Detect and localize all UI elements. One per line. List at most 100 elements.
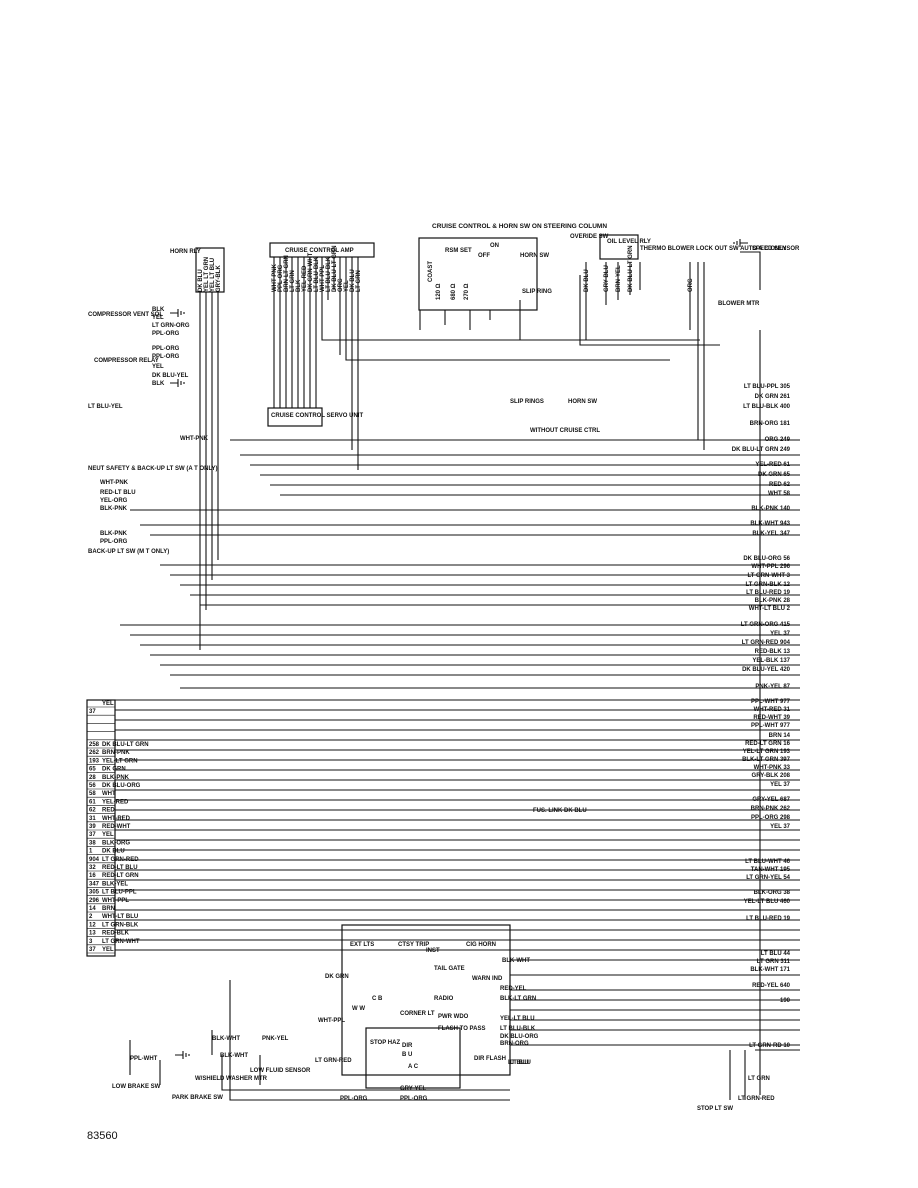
right-circuit-label: GRY-YEL 687 (752, 797, 790, 803)
right-circuit-label: WHT-LT BLU 2 (749, 606, 791, 612)
neut-safety-label: NEUT SAFETY & BACK-UP LT SW (A T ONLY) (88, 466, 218, 472)
cruise-sw-label: OFF (478, 253, 490, 259)
connector-wire-color: RED-LT BLU (102, 865, 138, 871)
top-wire-label: LT GRN (290, 270, 296, 292)
connector-pin-number: 12 (89, 922, 96, 928)
right-circuit-label: DK GRN 261 (755, 394, 791, 400)
connector-pin-number: 2 (89, 914, 93, 920)
fuse-label: CTSY TRIP (398, 942, 429, 948)
connector-pin-number: 38 (89, 840, 96, 846)
connector-pin-number: 258 (89, 742, 100, 748)
right-circuit-label: PPL-WHT 977 (751, 723, 791, 729)
top-wire-label: DK BLU-LT GRN (332, 245, 338, 292)
fuse-label: B U (402, 1052, 412, 1058)
connector-pin-number: 193 (89, 758, 100, 764)
right-circuit-label: TAN-WHT 195 (751, 867, 791, 873)
connector-wire-color: DK BLU-ORG (102, 783, 141, 789)
right-circuit-label: RED 62 (769, 482, 791, 488)
right-circuit-label: LT BLU-WHT 46 (745, 859, 791, 865)
right-circuit-label: DK BLU-YEL 420 (742, 667, 791, 673)
top-wire-label: YEL-RED (302, 265, 308, 292)
washer-mtr-label: W/SHIELD WASHER MTR (195, 1076, 268, 1082)
right-circuit-label: YEL 37 (770, 824, 791, 830)
connector-wire-color: DK BLU (102, 849, 125, 855)
bottom-wire-label: BLK-LT GRN (500, 996, 536, 1002)
cruise-sw-label: 270 Ω (464, 283, 470, 300)
fuse-label: RADIO (434, 996, 454, 1002)
connector-wire-color: WHT (102, 791, 116, 797)
cruise-horn-sw-label: CRUISE CONTROL & HORN SW ON STEERING COL… (432, 223, 607, 230)
connector-wire-color: YEL (102, 701, 114, 707)
bottom-wire-label: YEL-LT BLU (500, 1016, 535, 1022)
fusible-link-label: FUS. LINK DK BLU (533, 808, 587, 814)
bottom-wire-label: LT BLU (510, 1060, 531, 1066)
connector-wire-color: WHT-RED (102, 816, 131, 822)
top-wire-label: DK BLU (350, 269, 356, 292)
fuse-label: PWR WDO (438, 1014, 469, 1020)
connector-pin-number: 262 (89, 750, 100, 756)
backup-lt-sw-label: BACK-UP LT SW (M T ONLY) (88, 549, 169, 555)
compressor-relay-label: COMPRESSOR RELAY (94, 358, 159, 364)
fuse-label: DIR (402, 1043, 413, 1049)
right-circuit-label: DK GRN 65 (758, 472, 791, 478)
connector-wire-color: YEL-RED (102, 799, 129, 805)
bottom-wire-label: BLK-WHT (212, 1036, 240, 1042)
bottom-wire-label: PPL-WHT (130, 1056, 158, 1062)
oil-level-rly-label: OIL LEVEL RLY (607, 239, 651, 245)
right-circuit-label: YEL 37 (770, 782, 791, 788)
connector-wire-color: DK BLU-LT GRN (102, 742, 149, 748)
right-circuit-label: PPL-ORG 298 (751, 815, 791, 821)
connector-pin-number: 28 (89, 775, 96, 781)
fuse-label: DIR FLASH (474, 1056, 506, 1062)
connector-pin-number: 31 (89, 816, 96, 822)
connector-wire-color: BLK-PNK (102, 775, 130, 781)
right-circuit-label: YEL-LT BLU 460 (744, 899, 791, 905)
right-circuit-label: YEL 37 (770, 631, 791, 637)
left-wire-label: LT BLU-YEL (88, 404, 123, 410)
left-wire-label: LT GRN-ORG (152, 323, 190, 329)
left-wire-label: PPL-ORG (152, 346, 180, 352)
fuse-label: TAIL GATE (434, 966, 465, 972)
bottom-wire-label: LT GRN (748, 1076, 770, 1082)
right-circuit-label: WHT-PPL 296 (751, 564, 790, 570)
connector-pin-number: 1 (89, 849, 93, 855)
cruise-sw-label: RSM SET (445, 248, 472, 254)
top-wire-label: YEL (344, 280, 350, 292)
right-circuit-label: 190 (780, 998, 791, 1004)
top-wire-label: BRN-YEL (616, 265, 622, 292)
connector-wire-color: LT GRN-BLK (102, 922, 139, 928)
connector-wire-color: LT GRN-RED (102, 857, 139, 863)
wire-layer (86, 234, 800, 1101)
right-circuit-label: LT GRN-RD 10 (749, 1043, 791, 1049)
top-wire-label: DK BLU (198, 269, 204, 292)
left-wire-label: RED-LT BLU (100, 490, 136, 496)
left-wire-label: WHT-PNK (100, 480, 129, 486)
bottom-wire-label: PNK-YEL (262, 1036, 289, 1042)
left-wire-label: DK BLU-YEL (152, 373, 189, 379)
top-wire-label: PPL-ORG (278, 264, 284, 292)
right-circuit-label: BLK-WHT 943 (750, 521, 790, 527)
top-wire-label: BRN-LT GRN (284, 255, 290, 292)
connector-pin-number: 62 (89, 808, 96, 814)
left-wire-label: PPL-ORG (152, 331, 180, 337)
right-circuit-label: RED-YEL 640 (752, 983, 791, 989)
top-wire-label: WHT-PNK (272, 263, 278, 292)
top-wire-label: DK BLU (584, 269, 590, 292)
blower-mtr-label: BLOWER MTR (718, 301, 760, 307)
top-wire-label: YEL LT BLU (210, 258, 216, 292)
bottom-wire-label: LT GRN-RED (738, 1096, 775, 1102)
right-circuit-label: YEL-RED 61 (755, 462, 790, 468)
connector-wire-color: RED-LT GRN (102, 873, 139, 879)
fuse-label: WARN IND (472, 976, 503, 982)
stop-lt-sw-label: STOP LT SW (697, 1106, 733, 1112)
top-wire-label: GRY-BLU (604, 265, 610, 292)
left-wire-label: BLK-PNK (100, 506, 128, 512)
horn-sw-label: HORN SW (568, 399, 597, 405)
connector-pin-number: 65 (89, 767, 96, 773)
right-circuit-label: PPL-WHT 977 (751, 699, 791, 705)
top-wire-label: LT BLU-BLK (314, 256, 320, 292)
left-wire-label: BLK (152, 381, 165, 387)
